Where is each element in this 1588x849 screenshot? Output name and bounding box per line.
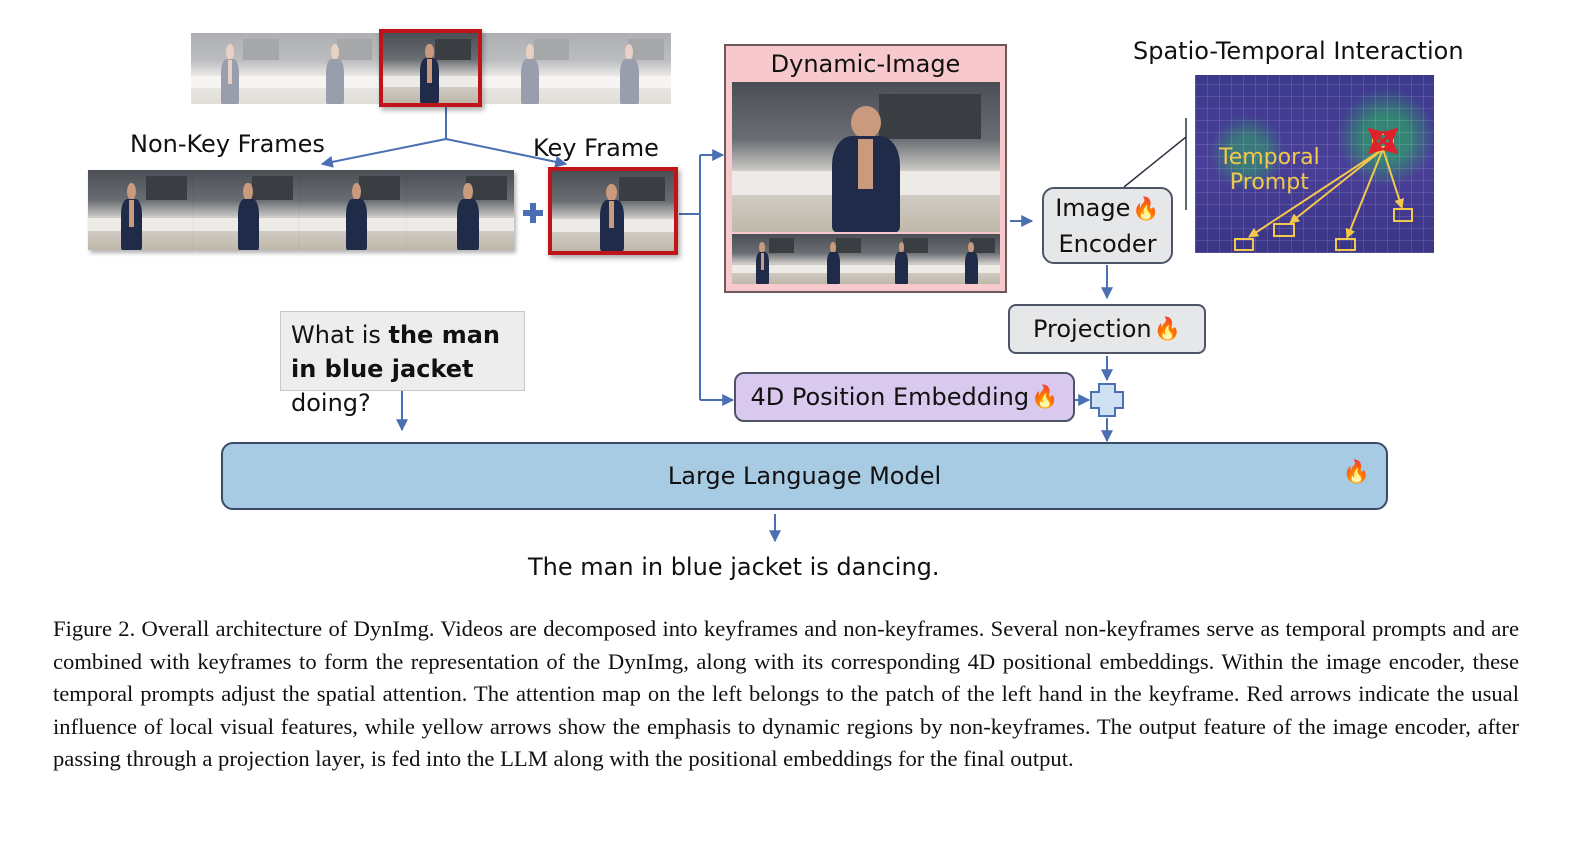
fire-icon: 🔥 [1031, 384, 1059, 410]
dynamic-image-keyframe [732, 82, 1000, 232]
position-embedding-block: 4D Position Embedding🔥 [734, 372, 1075, 422]
fire-icon: 🔥 [1342, 460, 1370, 485]
key-frame [548, 167, 678, 255]
key-frame-label: Key Frame [533, 134, 659, 162]
dynamic-image-prompt-frame [866, 234, 933, 284]
video-frame [482, 33, 576, 104]
non-key-frames-label: Non-Key Frames [130, 130, 325, 158]
temporal-prompt-label: Temporal Prompt [1219, 145, 1320, 195]
attention-patch [1234, 238, 1254, 251]
non-key-frame [300, 170, 407, 250]
question-box: What is the man in blue jacket doing? [280, 311, 525, 417]
dynamic-image-prompt-frame [799, 234, 866, 284]
key-frame-thumbnail [379, 29, 482, 107]
non-key-frame [194, 170, 300, 250]
video-frame [576, 33, 671, 104]
non-key-frame [407, 170, 514, 250]
to-nonkey-arrow [320, 138, 447, 168]
video-frame [191, 33, 286, 104]
fire-icon: 🔥 [1132, 196, 1160, 222]
video-frame [286, 33, 379, 104]
attention-arrows [1248, 127, 1405, 239]
dynamic-image-prompt-frame [933, 234, 1000, 284]
dynamic-image-title: Dynamic-Image [770, 50, 961, 78]
projection-block: Projection🔥 [1008, 304, 1206, 354]
sum-plus-icon [1090, 383, 1124, 417]
attention-patch [1335, 238, 1356, 251]
attention-patch [1393, 208, 1413, 222]
combine-plus-icon [523, 203, 543, 223]
answer-text: The man in blue jacket is dancing. [528, 553, 940, 581]
figure-caption: Figure 2. Overall architecture of DynImg… [53, 616, 1519, 771]
spatio-temporal-title: Spatio-Temporal Interaction [1133, 37, 1464, 65]
attention-patch [1273, 223, 1295, 237]
dynamic-image-prompt-frame [732, 234, 799, 284]
attention-heatmap: Temporal Prompt [1195, 75, 1434, 253]
to-key-arrow [445, 138, 568, 168]
image-encoder-block: Image🔥 Encoder [1042, 187, 1173, 264]
fire-icon: 🔥 [1153, 316, 1182, 342]
non-key-frame [88, 170, 194, 250]
large-language-model-block: Large Language Model 🔥 [221, 442, 1388, 510]
dynamic-image-panel: Dynamic-Image [724, 44, 1007, 293]
